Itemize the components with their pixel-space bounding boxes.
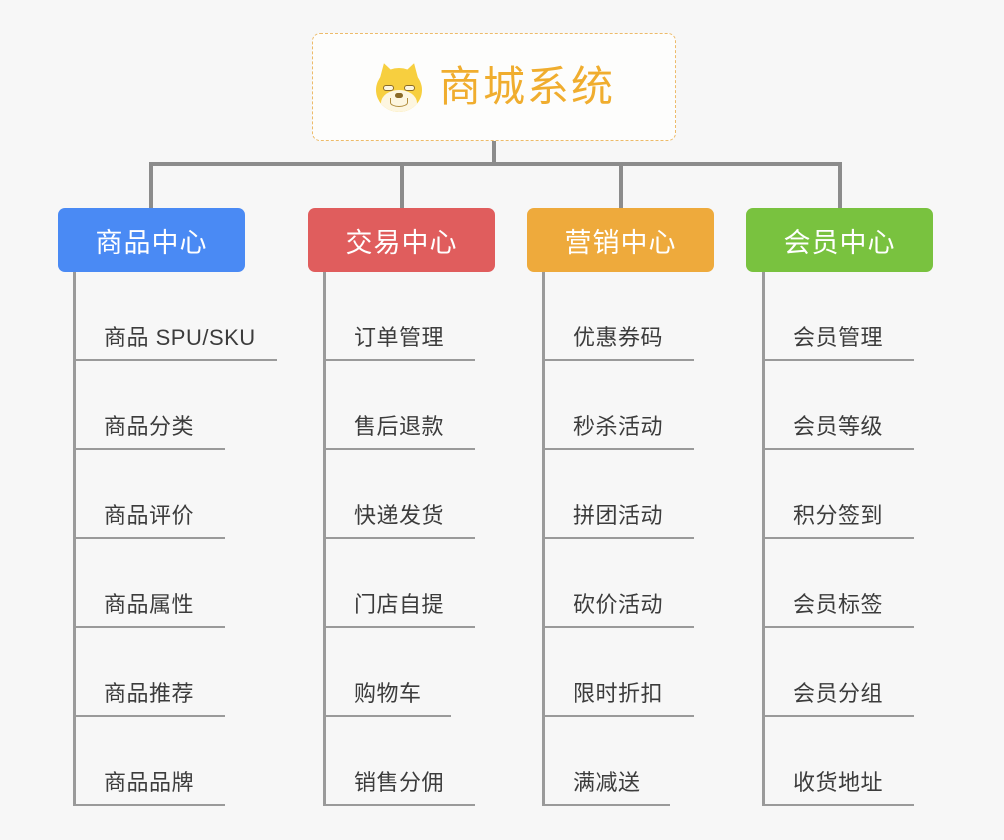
leaf-trunk-line — [542, 272, 545, 806]
leaf-item-label: 会员等级 — [793, 414, 884, 439]
leaf-item[interactable]: 会员管理 — [762, 272, 924, 361]
leaf-trunk-line — [762, 272, 765, 806]
leaf-item[interactable]: 收货地址 — [762, 717, 924, 806]
leaf-item-underline — [73, 715, 225, 717]
root-node[interactable]: 商城系统 — [312, 33, 676, 141]
leaf-item-label: 收货地址 — [793, 770, 884, 795]
leaf-item-underline — [323, 626, 475, 628]
leaf-item-label: 满减送 — [573, 770, 641, 795]
leaf-trunk-line — [323, 272, 326, 806]
leaf-item-label: 商品属性 — [104, 592, 195, 617]
leaf-item-underline — [73, 626, 225, 628]
leaf-item[interactable]: 拼团活动 — [542, 450, 704, 539]
leaf-item-underline — [323, 537, 475, 539]
leaf-item-underline — [542, 715, 694, 717]
leaf-item[interactable]: 秒杀活动 — [542, 361, 704, 450]
leaf-item-underline — [73, 359, 277, 361]
leaf-item[interactable]: 商品评价 — [73, 450, 235, 539]
connector-root-drop — [492, 141, 496, 164]
leaf-item-label: 会员标签 — [793, 592, 884, 617]
leaf-item[interactable]: 商品品牌 — [73, 717, 235, 806]
leaf-item-underline — [323, 715, 451, 717]
leaf-item-label: 商品推荐 — [104, 681, 195, 706]
leaf-item-underline — [323, 804, 475, 806]
leaf-item[interactable]: 门店自提 — [323, 539, 485, 628]
leaf-item-underline — [542, 804, 670, 806]
leaf-item[interactable]: 商品 SPU/SKU — [73, 272, 287, 361]
category-header-product-center[interactable]: 商品中心 — [58, 208, 245, 272]
leaf-item-underline — [542, 537, 694, 539]
category-header-label: 营销中心 — [564, 227, 677, 258]
leaf-item[interactable]: 积分签到 — [762, 450, 924, 539]
leaf-item-label: 快递发货 — [354, 503, 445, 528]
connector-drop-marketing-center — [619, 162, 623, 208]
leaf-item-underline — [73, 537, 225, 539]
leaf-item-label: 商品品牌 — [104, 770, 195, 795]
leaf-item-underline — [762, 537, 914, 539]
leaf-item-label: 商品分类 — [104, 414, 195, 439]
leaf-item-underline — [762, 715, 914, 717]
leaf-trunk-line — [73, 272, 76, 806]
leaf-item-underline — [542, 359, 694, 361]
leaf-item-label: 商品 SPU/SKU — [104, 325, 256, 350]
category-header-label: 会员中心 — [783, 227, 896, 258]
leaf-item-label: 会员分组 — [793, 681, 884, 706]
leaf-item-underline — [542, 448, 694, 450]
leaf-item[interactable]: 优惠券码 — [542, 272, 704, 361]
leaf-item-underline — [762, 359, 914, 361]
leaf-item-label: 订单管理 — [354, 325, 445, 350]
shiba-dog-face-icon — [373, 60, 425, 113]
connector-horizontal-bus — [149, 162, 840, 166]
leaf-item[interactable]: 快递发货 — [323, 450, 485, 539]
leaf-item[interactable]: 商品分类 — [73, 361, 235, 450]
category-header-trade-center[interactable]: 交易中心 — [308, 208, 495, 272]
leaf-item[interactable]: 会员分组 — [762, 628, 924, 717]
connector-drop-trade-center — [400, 162, 404, 208]
leaf-item[interactable]: 商品属性 — [73, 539, 235, 628]
leaf-item-label: 拼团活动 — [573, 503, 664, 528]
leaf-item-label: 积分签到 — [793, 503, 884, 528]
leaf-item-label: 限时折扣 — [573, 681, 664, 706]
leaf-item[interactable]: 销售分佣 — [323, 717, 485, 806]
leaf-item-label: 会员管理 — [793, 325, 884, 350]
leaf-item-label: 门店自提 — [354, 592, 445, 617]
connector-drop-product-center — [149, 162, 153, 208]
connector-drop-member-center — [838, 162, 842, 208]
leaf-item[interactable]: 售后退款 — [323, 361, 485, 450]
leaf-item-underline — [323, 359, 475, 361]
leaf-item-underline — [762, 804, 914, 806]
leaf-item-label: 优惠券码 — [573, 325, 664, 350]
leaf-item[interactable]: 订单管理 — [323, 272, 485, 361]
leaf-item[interactable]: 购物车 — [323, 628, 461, 717]
leaf-item-label: 售后退款 — [354, 414, 445, 439]
leaf-item-underline — [73, 448, 225, 450]
leaf-item[interactable]: 会员等级 — [762, 361, 924, 450]
category-header-marketing-center[interactable]: 营销中心 — [527, 208, 714, 272]
root-title: 商城系统 — [438, 63, 615, 110]
leaf-item-label: 商品评价 — [104, 503, 195, 528]
leaf-item[interactable]: 砍价活动 — [542, 539, 704, 628]
leaf-item[interactable]: 限时折扣 — [542, 628, 704, 717]
category-header-label: 交易中心 — [345, 227, 458, 258]
leaf-item-label: 购物车 — [354, 681, 422, 706]
leaf-item-label: 砍价活动 — [573, 592, 664, 617]
leaf-item-underline — [73, 804, 225, 806]
leaf-item[interactable]: 商品推荐 — [73, 628, 235, 717]
leaf-item-underline — [542, 626, 694, 628]
leaf-item-underline — [762, 626, 914, 628]
leaf-item-underline — [323, 448, 475, 450]
leaf-item[interactable]: 满减送 — [542, 717, 680, 806]
category-header-member-center[interactable]: 会员中心 — [746, 208, 933, 272]
leaf-item-label: 秒杀活动 — [573, 414, 664, 439]
leaf-item[interactable]: 会员标签 — [762, 539, 924, 628]
category-header-label: 商品中心 — [95, 227, 208, 258]
leaf-item-underline — [762, 448, 914, 450]
leaf-item-label: 销售分佣 — [354, 770, 445, 795]
